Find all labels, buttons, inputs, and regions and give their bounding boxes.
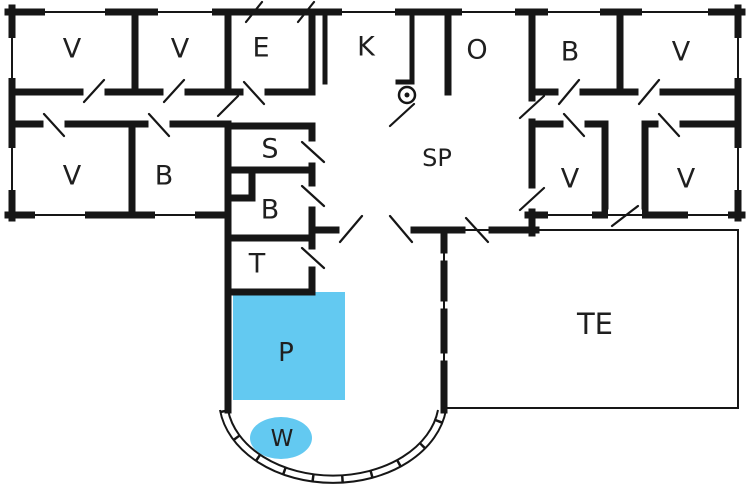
room-label-lounge: O [466,35,487,66]
door-swing-marks [42,0,681,270]
room-label-bedroom-mid-left: V [63,161,82,192]
room-label-bedroom-top-right: V [672,37,691,68]
room-label-bath-top-right: B [561,37,580,68]
left-corridor-walls [8,88,316,219]
room-label-bath-mid-left: B [155,161,174,192]
pool-water [233,292,345,400]
room-label-terrace: TE [576,307,613,341]
kitchen-fixture-dot-icon [404,92,410,98]
whirlpool-water [250,417,312,459]
room-label-living: SP [422,144,452,172]
exterior-walls [4,4,746,222]
living-south-and-glass-wall [308,208,540,414]
top-row-dividers [131,8,624,96]
room-labels: V V E K O B V V B S B T SP V V TE P W [63,32,696,453]
room-label-kitchen: K [357,32,376,63]
room-label-toilet: T [248,249,266,280]
room-label-bedroom-mid-right-2: V [677,164,696,195]
room-label-bedroom-top-left-1: V [63,34,82,65]
room-label-pool: P [278,338,294,368]
room-label-bedroom-top-left-2: V [171,34,190,65]
kitchen-counter-walls [322,9,415,85]
conservatory-arc [219,409,447,484]
kitchen-counter [322,9,417,105]
window-glass-lines [11,11,739,216]
room-label-whirlpool: W [271,426,294,452]
room-label-entry: E [252,33,269,64]
room-label-bath-middle: B [261,195,280,226]
window-gaps [6,6,744,221]
walls [4,4,746,414]
room-label-sauna: S [261,134,278,165]
room-label-bedroom-mid-right-1: V [561,164,580,195]
right-wing-walls [528,8,742,219]
